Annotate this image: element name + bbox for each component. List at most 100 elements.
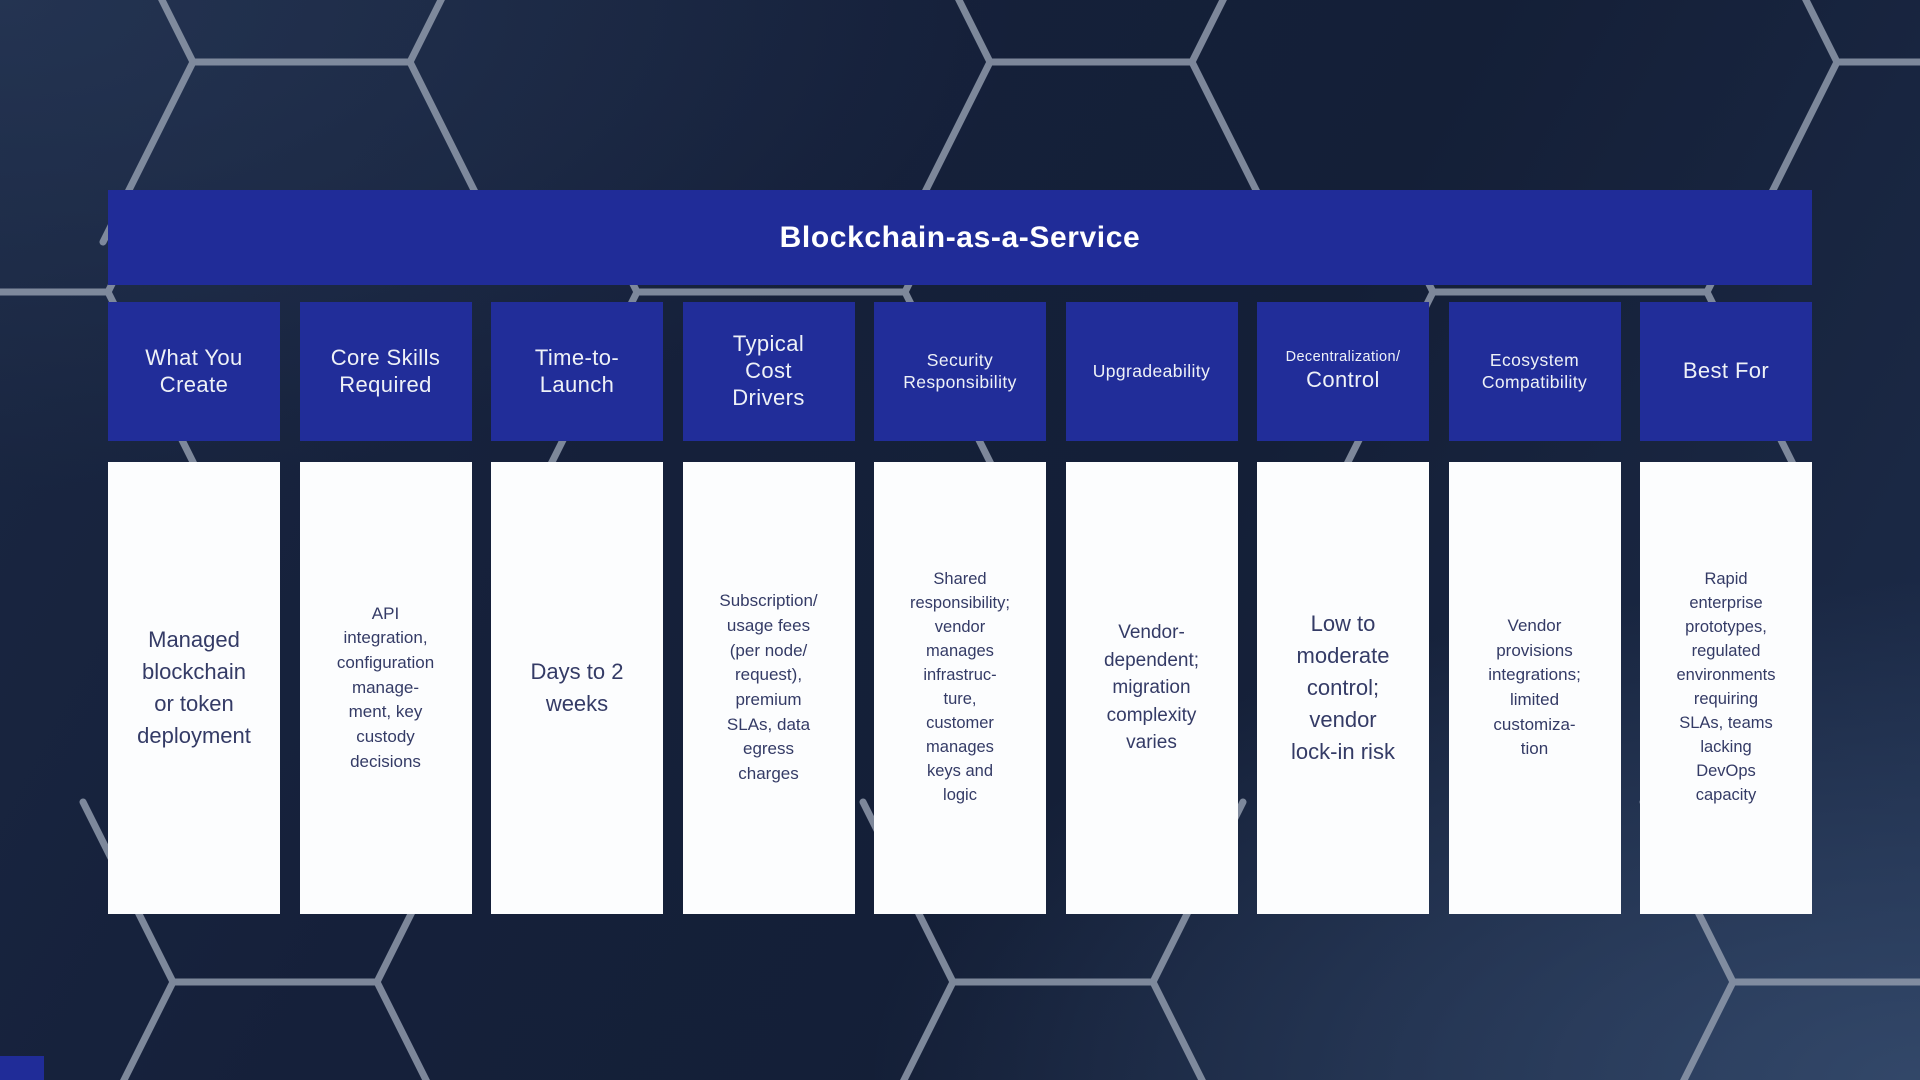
card-line: Low to	[1310, 611, 1376, 637]
card-line: prototypes,	[1685, 618, 1767, 637]
header-line: Core Skills	[330, 344, 441, 370]
card-line: weeks	[545, 691, 609, 716]
title-banner: Blockchain-as-a-Service	[108, 190, 1812, 285]
card-text: Vendor-dependent; migration complexity vari…	[1104, 619, 1199, 757]
card-line: integrations;	[1488, 665, 1581, 685]
header-line: Drivers	[732, 384, 805, 410]
card-line: complexity	[1106, 704, 1197, 726]
corner-accent	[0, 1056, 44, 1080]
card-line: requiring	[1693, 690, 1759, 708]
column-header-upgradeability: Upgradeability	[1065, 302, 1238, 441]
header-line: Ecosystem	[1489, 350, 1580, 371]
card-line: moderate	[1296, 643, 1390, 669]
card-line: varies	[1126, 732, 1177, 754]
card-line: vendor	[1309, 706, 1377, 732]
card-line: dependent;	[1103, 649, 1200, 671]
card-line: SLAs, data	[726, 714, 811, 734]
column-header-decentralization-control: Decentralization/Control	[1257, 302, 1429, 441]
card-line: blockchain	[142, 659, 246, 685]
header-line: Launch	[539, 371, 615, 397]
card-line: migration	[1112, 677, 1191, 699]
card-line: vendor	[934, 618, 986, 637]
card-text: Subscription/usage fees (per node/request…	[719, 589, 817, 786]
header-line: Typical	[732, 331, 805, 357]
header-line: Upgradeability	[1092, 360, 1211, 381]
card-line: lacking	[1700, 737, 1752, 756]
card-line: Vendor-	[1118, 622, 1185, 644]
card-line: decisions	[350, 751, 421, 771]
card-line: API	[371, 603, 400, 623]
card-line: customiza-	[1493, 714, 1576, 734]
card-security-responsibility: Shared responsibility; vendor manages infras…	[874, 462, 1046, 914]
card-upgradeability: Vendor-dependent; migration complexity vari…	[1065, 462, 1238, 914]
card-line: charges	[738, 763, 799, 783]
card-line: or token	[154, 691, 234, 716]
card-typical-cost-drivers: Subscription/usage fees (per node/request…	[682, 462, 855, 914]
header-line: Responsibility	[903, 371, 1017, 392]
header-line: Decentralization/	[1285, 349, 1401, 366]
card-line: manages	[926, 642, 994, 661]
card-line: control;	[1306, 675, 1380, 701]
card-line: configuration	[336, 653, 435, 673]
card-line: Subscription/	[719, 591, 818, 611]
header-line: Create	[159, 371, 229, 397]
header-line: Security	[926, 350, 994, 371]
card-line: tion	[1520, 739, 1549, 759]
header-line: Required	[339, 371, 432, 397]
card-line: infrastruc-	[923, 666, 997, 685]
header-line: Compatibility	[1481, 371, 1588, 392]
card-line: manage-	[351, 677, 420, 697]
card-line: premium	[735, 690, 802, 709]
card-line: responsibility;	[910, 594, 1010, 613]
card-line: Days to 2	[530, 659, 624, 685]
card-text: Days to 2 weeks	[531, 656, 624, 720]
card-line: regulated	[1691, 642, 1761, 661]
column-header-best-for: Best For	[1640, 302, 1812, 441]
card-line: request),	[734, 665, 803, 685]
page-title: Blockchain-as-a-Service	[779, 220, 1141, 254]
column-header-time-to-launch: Time-to-Launch	[491, 302, 663, 441]
card-line: egress	[742, 739, 795, 759]
card-text: Shared responsibility; vendor manages infras…	[910, 568, 1010, 807]
card-line: DevOps	[1696, 761, 1756, 780]
card-line: custody	[356, 726, 415, 746]
header-line: What You	[145, 344, 243, 370]
header-line: Best For	[1682, 358, 1770, 384]
card-line: enterprise	[1689, 594, 1763, 613]
card-line: customer	[926, 713, 994, 732]
card-line: Vendor	[1507, 616, 1562, 636]
card-line: SLAs, teams	[1679, 713, 1773, 732]
card-best-for: Rapid enterprise prototypes, regulated envir…	[1640, 462, 1812, 914]
card-line: Managed	[148, 627, 240, 653]
card-line: limited	[1509, 690, 1560, 709]
card-line: environments	[1676, 666, 1776, 685]
card-line: manages	[926, 737, 994, 756]
card-line: capacity	[1695, 785, 1757, 804]
card-line: Rapid	[1704, 570, 1748, 589]
card-text: Rapid enterprise prototypes, regulated envir…	[1676, 568, 1775, 807]
card-line: (per node/	[729, 640, 808, 660]
header-line: Control	[1306, 366, 1380, 392]
card-line: logic	[943, 785, 977, 804]
card-line: usage fees	[726, 616, 811, 636]
header-line: Cost	[745, 358, 792, 384]
card-line: ment, key	[348, 702, 423, 722]
card-line: keys and	[926, 761, 994, 780]
card-line: Shared	[933, 570, 987, 589]
